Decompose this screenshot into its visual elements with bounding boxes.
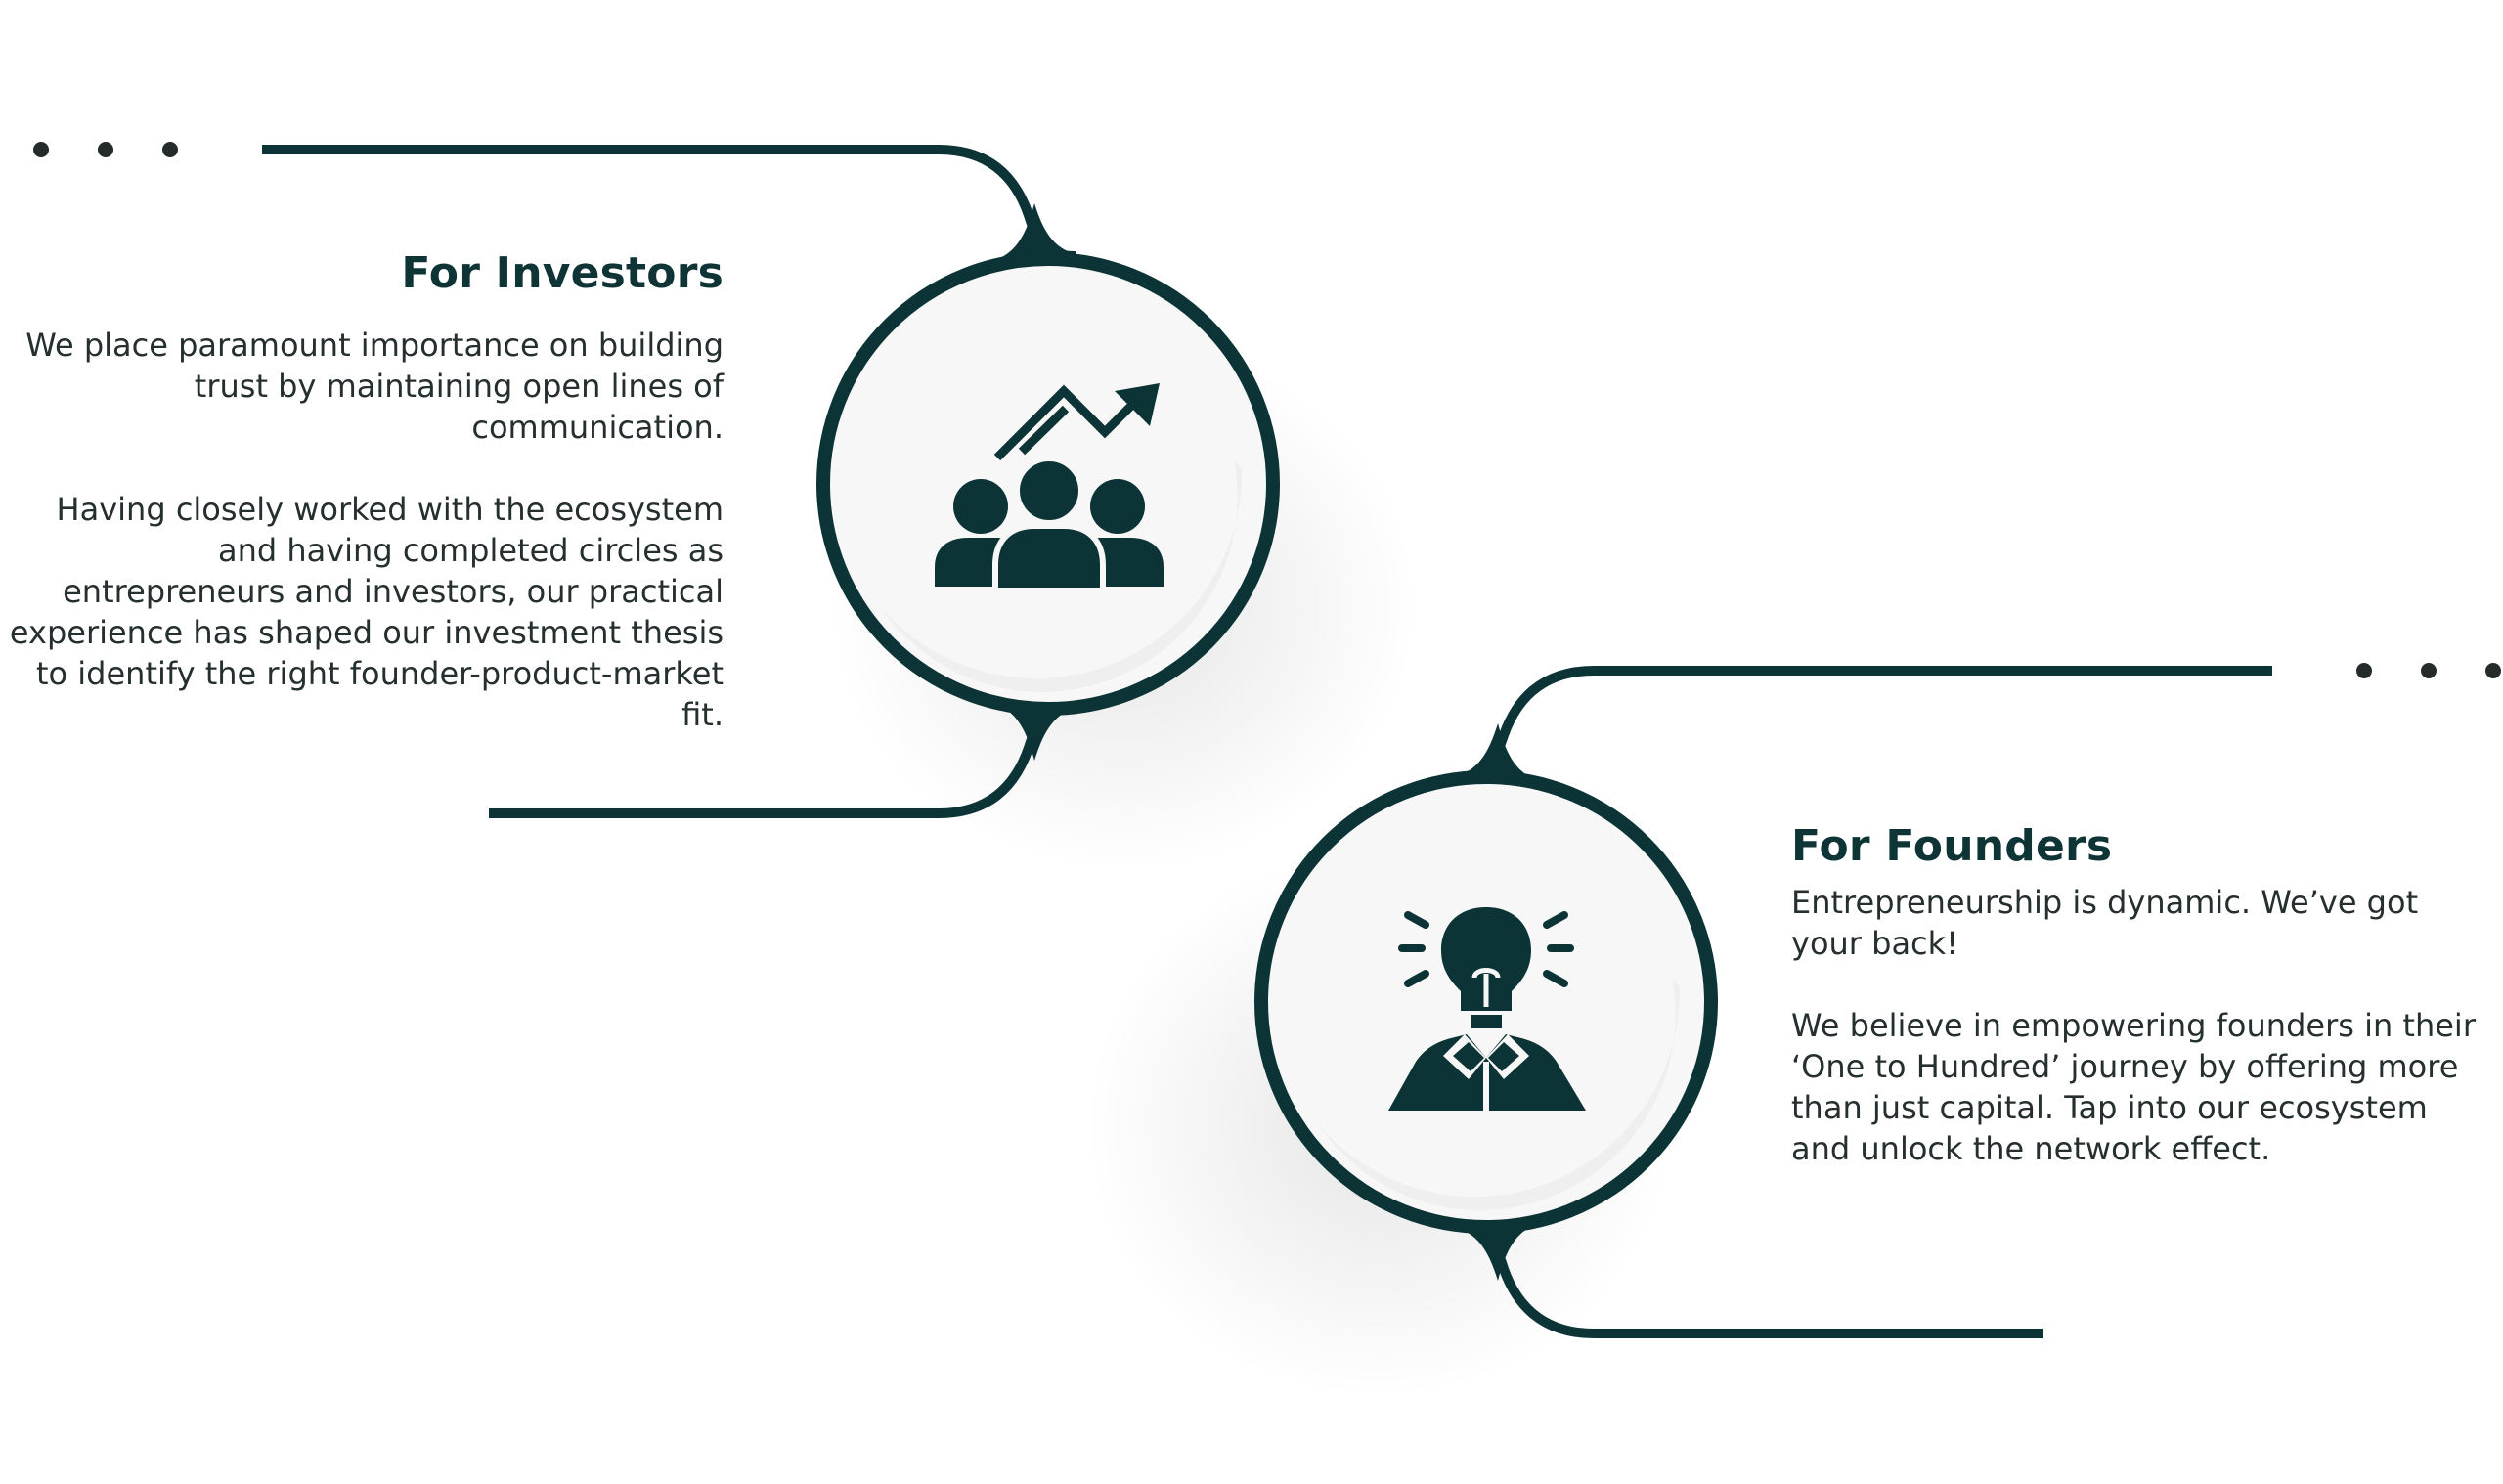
investors-growth-icon	[935, 383, 1164, 593]
dots-top-left	[33, 142, 178, 157]
founders-bottom-neck	[1447, 1222, 1545, 1281]
founder-lightbulb-icon	[1388, 907, 1586, 1111]
investors-title: For Investors	[401, 248, 724, 298]
investors-top-line	[262, 145, 1076, 261]
founders-title: For Founders	[1791, 821, 2113, 871]
founders-section: For Founders Entrepreneurship is dynamic…	[1791, 819, 2495, 1169]
founders-paragraph-1: Entrepreneurship is dynamic. We’ve got y…	[1791, 884, 2419, 962]
founders-top-line	[1456, 666, 2272, 783]
investors-top-neck	[988, 203, 1085, 262]
investors-section: For Investors We place paramount importa…	[0, 246, 724, 735]
dots-right	[2356, 663, 2501, 678]
investors-paragraph-1: We place paramount importance on buildin…	[25, 327, 724, 446]
investors-paragraph-2: Having closely worked with the ecosystem…	[9, 491, 724, 733]
founders-top-neck	[1447, 723, 1545, 782]
founders-paragraph-2: We believe in empowering founders in the…	[1791, 1007, 2476, 1167]
investors-bottom-neck	[988, 702, 1085, 761]
